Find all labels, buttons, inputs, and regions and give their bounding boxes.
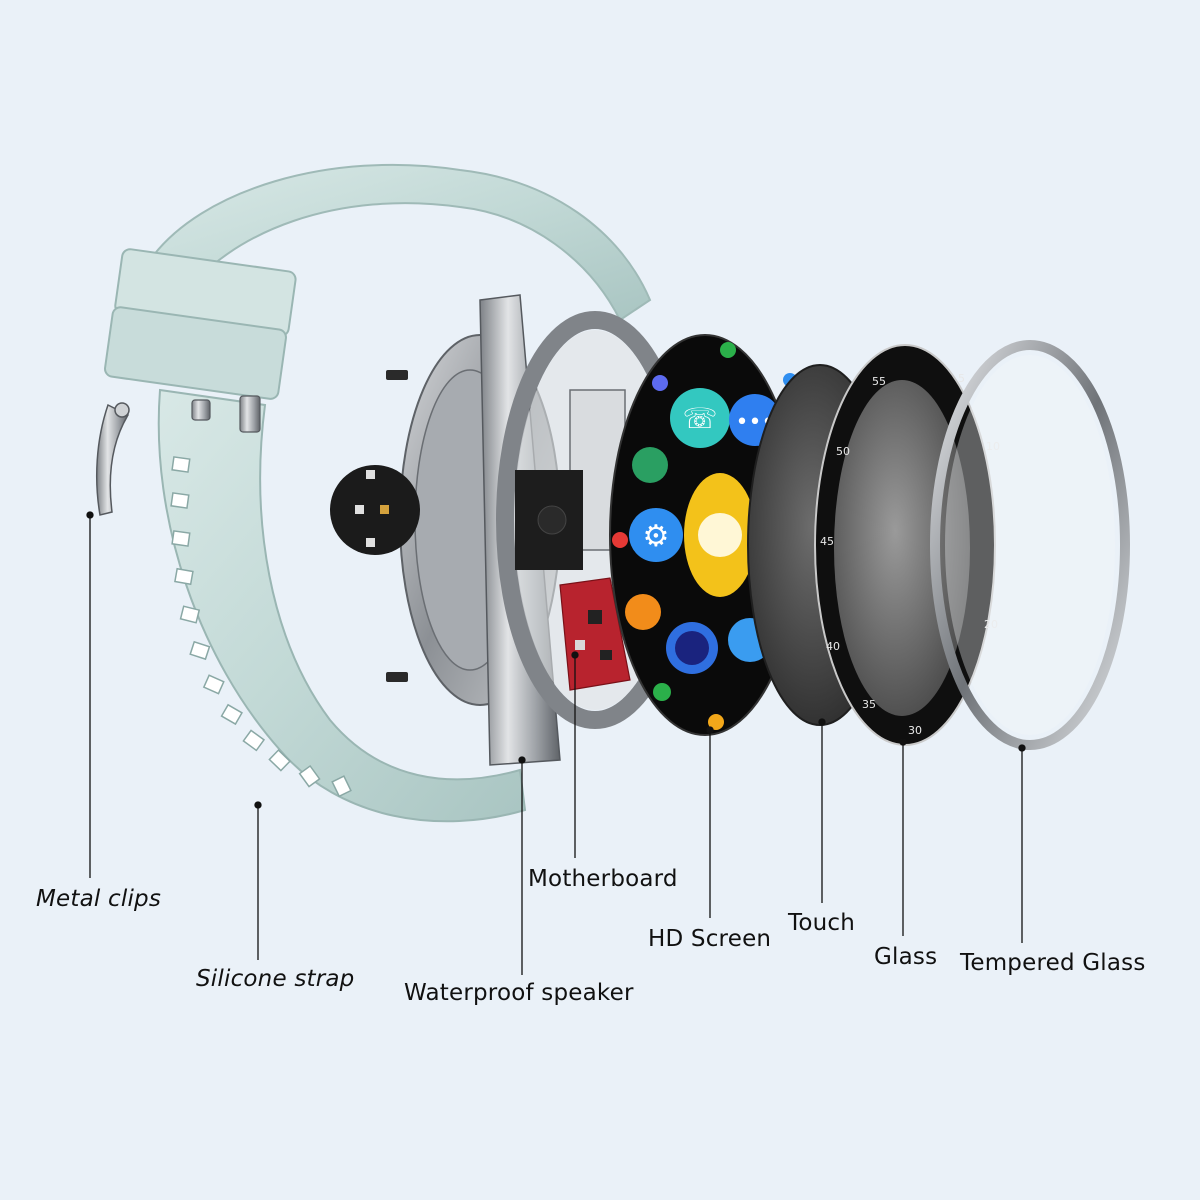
heart-icon	[612, 532, 628, 548]
svg-text:☏: ☏	[682, 402, 717, 435]
label-silicone-strap: Silicone strap	[196, 966, 355, 992]
label-motherboard: Motherboard	[528, 866, 678, 892]
running-icon	[632, 447, 668, 483]
label-metal-clips: Metal clips	[36, 886, 162, 912]
bezel-number: 35	[862, 698, 876, 711]
bezel-number: 40	[826, 640, 840, 653]
leader-lines	[86, 511, 1026, 975]
bezel-number: 10	[986, 440, 1000, 453]
bezel-number: 5	[958, 372, 965, 385]
camera-icon	[625, 594, 661, 630]
bezel-number: 50	[836, 445, 850, 458]
bezel-number: 45	[820, 535, 834, 548]
strap-holes	[170, 456, 352, 798]
settings-icon	[629, 508, 683, 562]
tempered-glass	[930, 340, 1130, 750]
bezel-numbers: 55 5 10 50 45 40 35 30 20	[820, 372, 1000, 737]
bezel-number: 20	[984, 618, 998, 631]
bezel-number: 55	[872, 375, 886, 388]
phone-icon	[670, 388, 730, 448]
label-touch: Touch	[788, 910, 856, 936]
label-hd-screen: HD Screen	[648, 926, 772, 952]
label-tempered-glass: Tempered Glass	[960, 950, 1146, 976]
motherboard	[559, 577, 631, 691]
silicone-strap	[104, 163, 652, 823]
screws	[386, 370, 408, 682]
metal-clip	[95, 395, 261, 516]
label-glass: Glass	[874, 944, 938, 970]
bezel-number: 30	[908, 724, 922, 737]
svg-text:⚙: ⚙	[643, 519, 670, 554]
hd-screen: ☏ ••• ⚙	[609, 334, 801, 736]
label-waterproof-speaker: Waterproof speaker	[404, 980, 634, 1006]
heart-rate-sensor	[330, 465, 420, 555]
